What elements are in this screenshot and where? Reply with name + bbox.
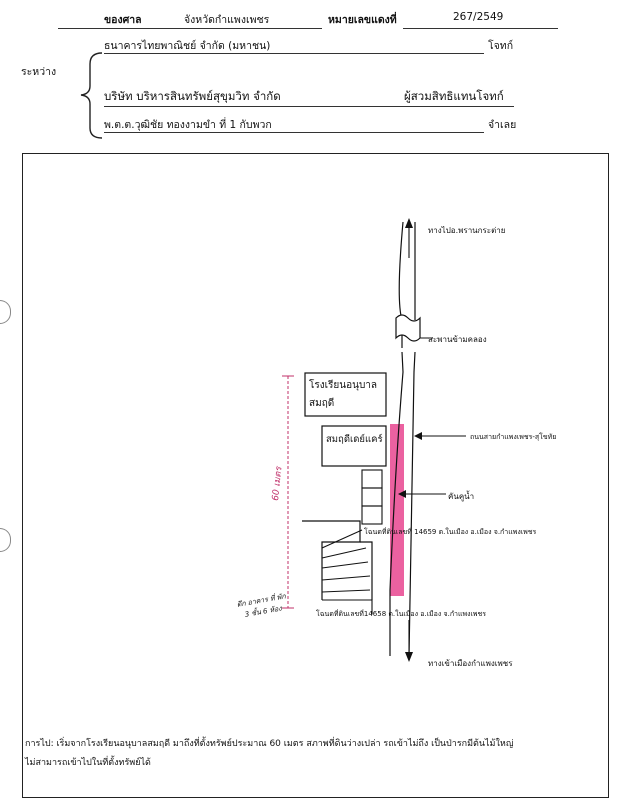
daycare-building bbox=[321, 425, 387, 467]
property-highlight bbox=[390, 424, 404, 596]
route-line-2: ไม่สามารถเข้าไปในที่ตั้งทรัพย์ได้ bbox=[25, 758, 151, 768]
label-road: ถนนสายกำแพงเพชร-สุโขทัย bbox=[470, 433, 557, 441]
defendant-role: จำเลย bbox=[488, 119, 517, 131]
between-label: ระหว่าง bbox=[21, 66, 57, 78]
court-underline bbox=[58, 28, 322, 29]
plaintiff-role: โจทก์ bbox=[488, 40, 514, 52]
court-label: ของศาล bbox=[104, 14, 142, 26]
lower-building-outline bbox=[302, 520, 361, 600]
court-value: จังหวัดกำแพงเพชร bbox=[184, 14, 270, 26]
road-right-edge bbox=[408, 222, 416, 657]
label-deed-14659: โฉนดที่ดินเลขที่ 14659 ต.ในเมือง อ.เมือง… bbox=[364, 528, 537, 536]
south-arrow-icon bbox=[405, 652, 413, 662]
route-description: การไป: เริ่มจากโรงเรียนอนุบาลสมฤดี มาถึง… bbox=[25, 735, 605, 773]
assignee-role: ผู้สวมสิทธิแทนโจทก์ bbox=[404, 89, 504, 103]
north-arrow-icon bbox=[405, 218, 413, 228]
case-number-value: 267/2549 bbox=[453, 11, 504, 23]
plaintiff-underline bbox=[104, 53, 484, 54]
plaintiff-name: ธนาคารไทยพาณิชย์ จำกัด (มหาชน) bbox=[104, 40, 271, 52]
label-daycare: สมฤดีเดย์แคร์ bbox=[326, 434, 383, 445]
label-school-line2: สมฤดี bbox=[309, 398, 335, 409]
label-to-north: ทางไปอ.พรานกระต่าย bbox=[428, 226, 506, 235]
assignee-underline bbox=[104, 106, 514, 107]
label-drain: คันคูน้ำ bbox=[448, 492, 475, 501]
defendant-name: พ.ต.ต.วุฒิชัย ทองงามขำ ที่ 1 กับพวก bbox=[104, 119, 272, 131]
assignee-name: บริษัท บริหารสินทรัพย์สุขุมวิท จำกัด bbox=[104, 89, 281, 103]
brace-icon bbox=[80, 52, 103, 139]
label-bridge: สะพานข้ามคลอง bbox=[428, 335, 487, 344]
route-line-1: การไป: เริ่มจากโรงเรียนอนุบาลสมฤดี มาถึง… bbox=[25, 739, 514, 749]
case-number-label: หมายเลขแดงที่ bbox=[328, 14, 397, 26]
label-to-city: ทางเข้าเมืองกำแพงเพชร bbox=[428, 659, 513, 668]
location-map-frame bbox=[22, 153, 609, 798]
school-building bbox=[304, 372, 387, 417]
case-underline bbox=[403, 28, 558, 29]
label-school-line1: โรงเรียนอนุบาล bbox=[309, 380, 378, 391]
bridge-icon bbox=[395, 314, 421, 342]
defendant-underline bbox=[104, 132, 484, 133]
label-deed-14658: โฉนดที่ดินเลขที่14658 ต.ในเมือง อ.เมือง … bbox=[316, 610, 487, 618]
